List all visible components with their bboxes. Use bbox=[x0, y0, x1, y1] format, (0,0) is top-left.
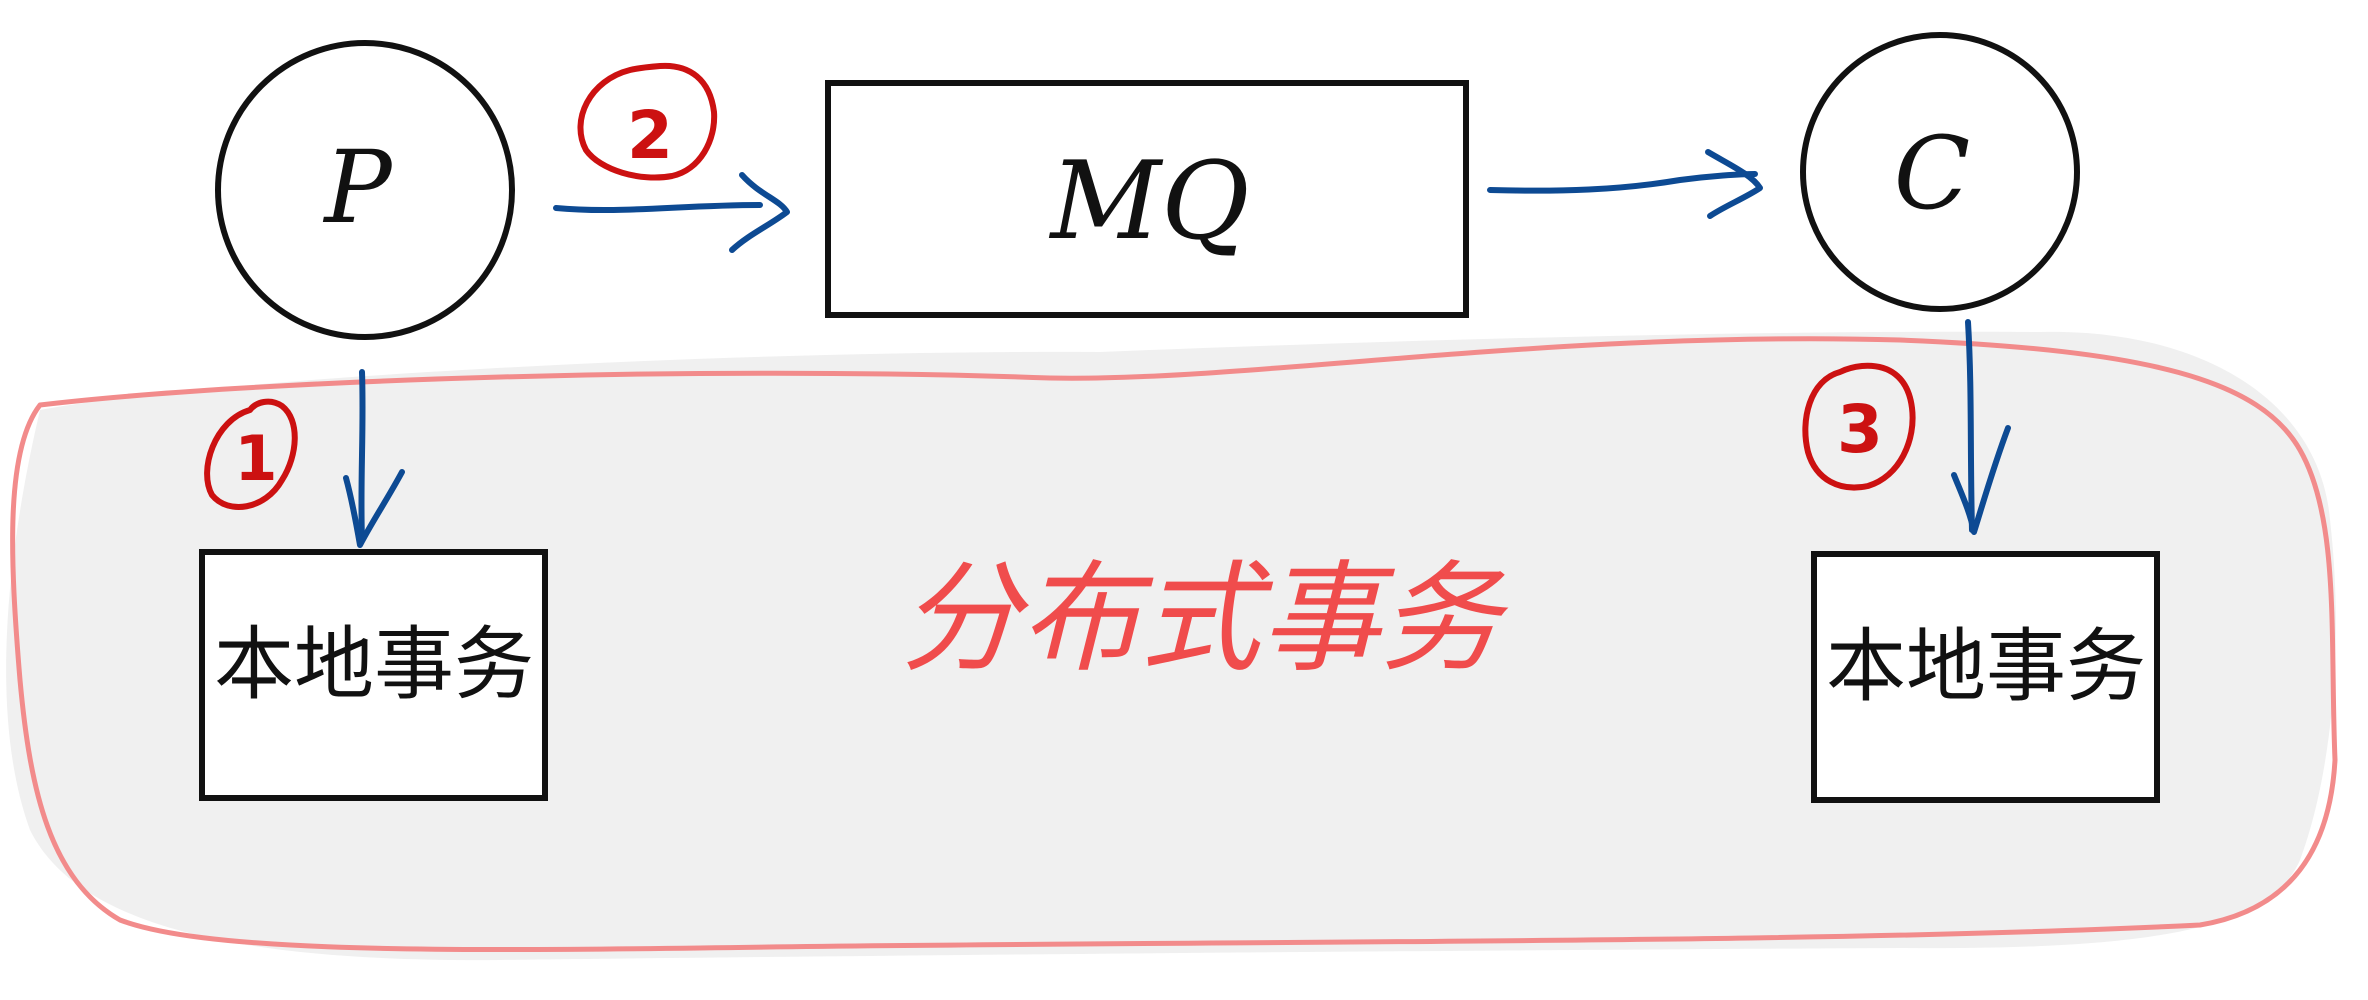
consumer-local-transaction-label: 本地事务 bbox=[1826, 620, 2146, 713]
step-marker-3-loop bbox=[1802, 362, 1916, 491]
arrow-consumer-to-local-transaction-head bbox=[1951, 425, 2011, 535]
step-marker-1-loop bbox=[204, 398, 298, 510]
step-marker-2-loop bbox=[577, 62, 718, 181]
region-outline bbox=[10, 336, 2338, 953]
step-marker-2-number: 2 bbox=[627, 97, 673, 174]
step-marker-2: 2 bbox=[577, 62, 718, 181]
step-marker-1: 1 bbox=[204, 398, 298, 510]
consumer-label: C bbox=[1894, 115, 1971, 232]
consumer-circle bbox=[1800, 32, 2080, 312]
consumer-local-transaction: 本地事务 bbox=[1811, 551, 2160, 803]
step-marker-3: 3 bbox=[1802, 362, 1916, 491]
producer-label: P bbox=[322, 129, 393, 246]
step-marker-3-number: 3 bbox=[1837, 391, 1883, 468]
producer-local-transaction: 本地事务 bbox=[199, 549, 548, 801]
arrow-queue-to-consumer-line bbox=[1487, 171, 1758, 194]
consumer-node: C bbox=[1800, 32, 2080, 312]
step-marker-1-number: 1 bbox=[234, 422, 277, 495]
arrow-producer-to-local-transaction-head bbox=[343, 469, 405, 548]
queue-box bbox=[825, 80, 1469, 318]
producer-circle bbox=[215, 40, 515, 340]
arrow-producer-to-local-transaction bbox=[343, 369, 405, 548]
producer-node: P bbox=[215, 40, 515, 340]
consumer-local-transaction-box bbox=[1811, 551, 2160, 803]
queue-label: MQ bbox=[1048, 139, 1249, 264]
arrow-consumer-to-local-transaction bbox=[1951, 319, 2011, 535]
queue-node: MQ bbox=[825, 80, 1469, 318]
distributed-transaction-region: 分布式事务 bbox=[6, 331, 2338, 961]
arrow-producer-to-queue-head bbox=[729, 172, 790, 253]
region-label: 分布式事务 bbox=[900, 550, 1509, 689]
arrow-producer-to-queue-line bbox=[553, 202, 763, 214]
arrow-producer-to-local-transaction-line bbox=[358, 369, 366, 543]
arrow-queue-to-consumer bbox=[1487, 149, 1763, 219]
arrow-queue-to-consumer-head bbox=[1705, 149, 1763, 219]
region-fill bbox=[6, 331, 2336, 961]
producer-local-transaction-box bbox=[199, 549, 548, 801]
producer-local-transaction-label: 本地事务 bbox=[214, 618, 534, 711]
arrow-consumer-to-local-transaction-line bbox=[1965, 319, 1975, 533]
arrow-producer-to-queue bbox=[553, 172, 790, 253]
